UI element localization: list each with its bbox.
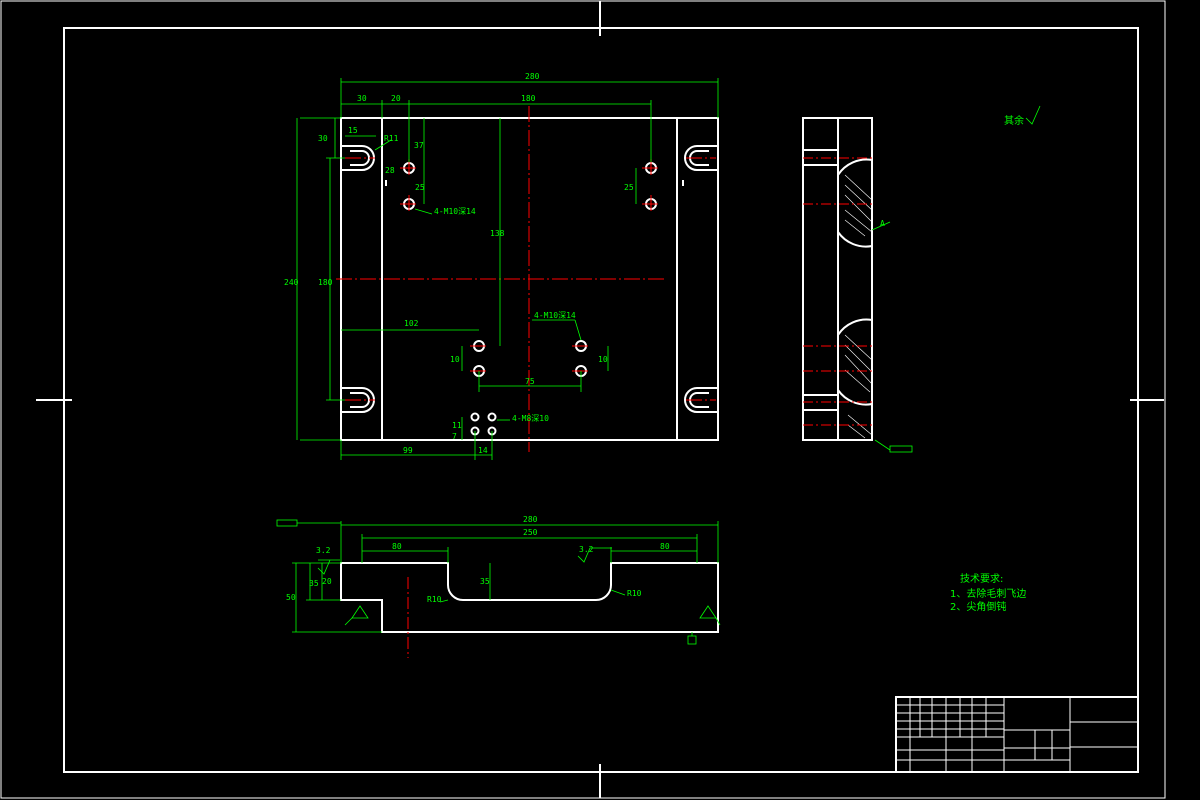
surface-finish-label: 其余 (1004, 114, 1024, 127)
callout-top-holes: 4-M10深14 (434, 207, 476, 216)
dim-front-height-20: 20 (322, 577, 332, 586)
dim-hole-28: 28 (385, 166, 395, 175)
dim-front-inner-250: 250 (523, 528, 538, 537)
dim-front-height-50: 50 (286, 593, 296, 602)
top-view-centerlines (336, 106, 716, 452)
dim-small-11: 11 (452, 421, 462, 430)
dim-offset-102: 102 (404, 319, 419, 328)
dim-front-overall-280: 280 (523, 515, 538, 524)
surface-finish-note: 其余 (1004, 105, 1041, 127)
dim-front-fillet-left: R10 (427, 595, 442, 604)
section-label-a: A (880, 219, 885, 228)
roughness-left: 3.2 (316, 546, 331, 555)
tech-req-item-2: 2、尖角倒钝 (950, 600, 1006, 613)
dim-height-138: 138 (490, 229, 505, 238)
side-view: A (802, 117, 913, 453)
dim-front-left-80: 80 (392, 542, 402, 551)
callout-middle-holes: 4-M10深14 (534, 311, 576, 320)
front-view: 280 250 80 80 50 35 20 35 R10 R10 3.2 3.… (276, 515, 721, 658)
dim-right-25: 25 (624, 183, 634, 192)
dim-front-right-80: 80 (660, 542, 670, 551)
dim-left-20: 20 (391, 94, 401, 103)
dim-front-height-35: 35 (309, 579, 319, 588)
dim-overall-height: 240 (284, 278, 299, 287)
dim-left-30: 30 (357, 94, 367, 103)
dim-hole-37: 37 (414, 141, 424, 150)
dim-spacing-75: 75 (525, 377, 535, 386)
dim-overall-width: 280 (525, 72, 540, 81)
roughness-right: 3.2 (579, 545, 594, 554)
sheet-border (0, 0, 1166, 799)
tech-req-title: 技术要求: (960, 572, 1003, 585)
dim-vert-25: 25 (415, 183, 425, 192)
dim-hole-10-right: 10 (598, 355, 608, 364)
top-view: 280 30 20 180 30 15 R11 28 37 25 25 240 … (284, 72, 719, 460)
top-view-dimension-lines (296, 78, 719, 460)
dim-small-7: 7 (452, 432, 457, 441)
dim-bottom-99: 99 (403, 446, 413, 455)
dim-span-180: 180 (521, 94, 536, 103)
top-view-dimension-text: 280 30 20 180 30 15 R11 28 37 25 25 240 … (284, 72, 634, 455)
dim-hole-10-left: 10 (450, 355, 460, 364)
dim-bottom-14: 14 (478, 446, 488, 455)
dim-front-depth-35: 35 (480, 577, 490, 586)
callout-small-holes: 4-M8深10 (512, 414, 549, 423)
tech-requirements: 技术要求: 1、去除毛刺飞边 2、尖角倒钝 (950, 572, 1026, 613)
dim-radius-r11: R11 (384, 134, 399, 143)
title-block (895, 696, 1139, 773)
dim-height-180: 180 (318, 278, 333, 287)
tech-req-item-1: 1、去除毛刺飞边 (950, 587, 1026, 600)
dim-front-fillet-right: R10 (627, 589, 642, 598)
dim-slot-15: 15 (348, 126, 358, 135)
dim-height-30: 30 (318, 134, 328, 143)
